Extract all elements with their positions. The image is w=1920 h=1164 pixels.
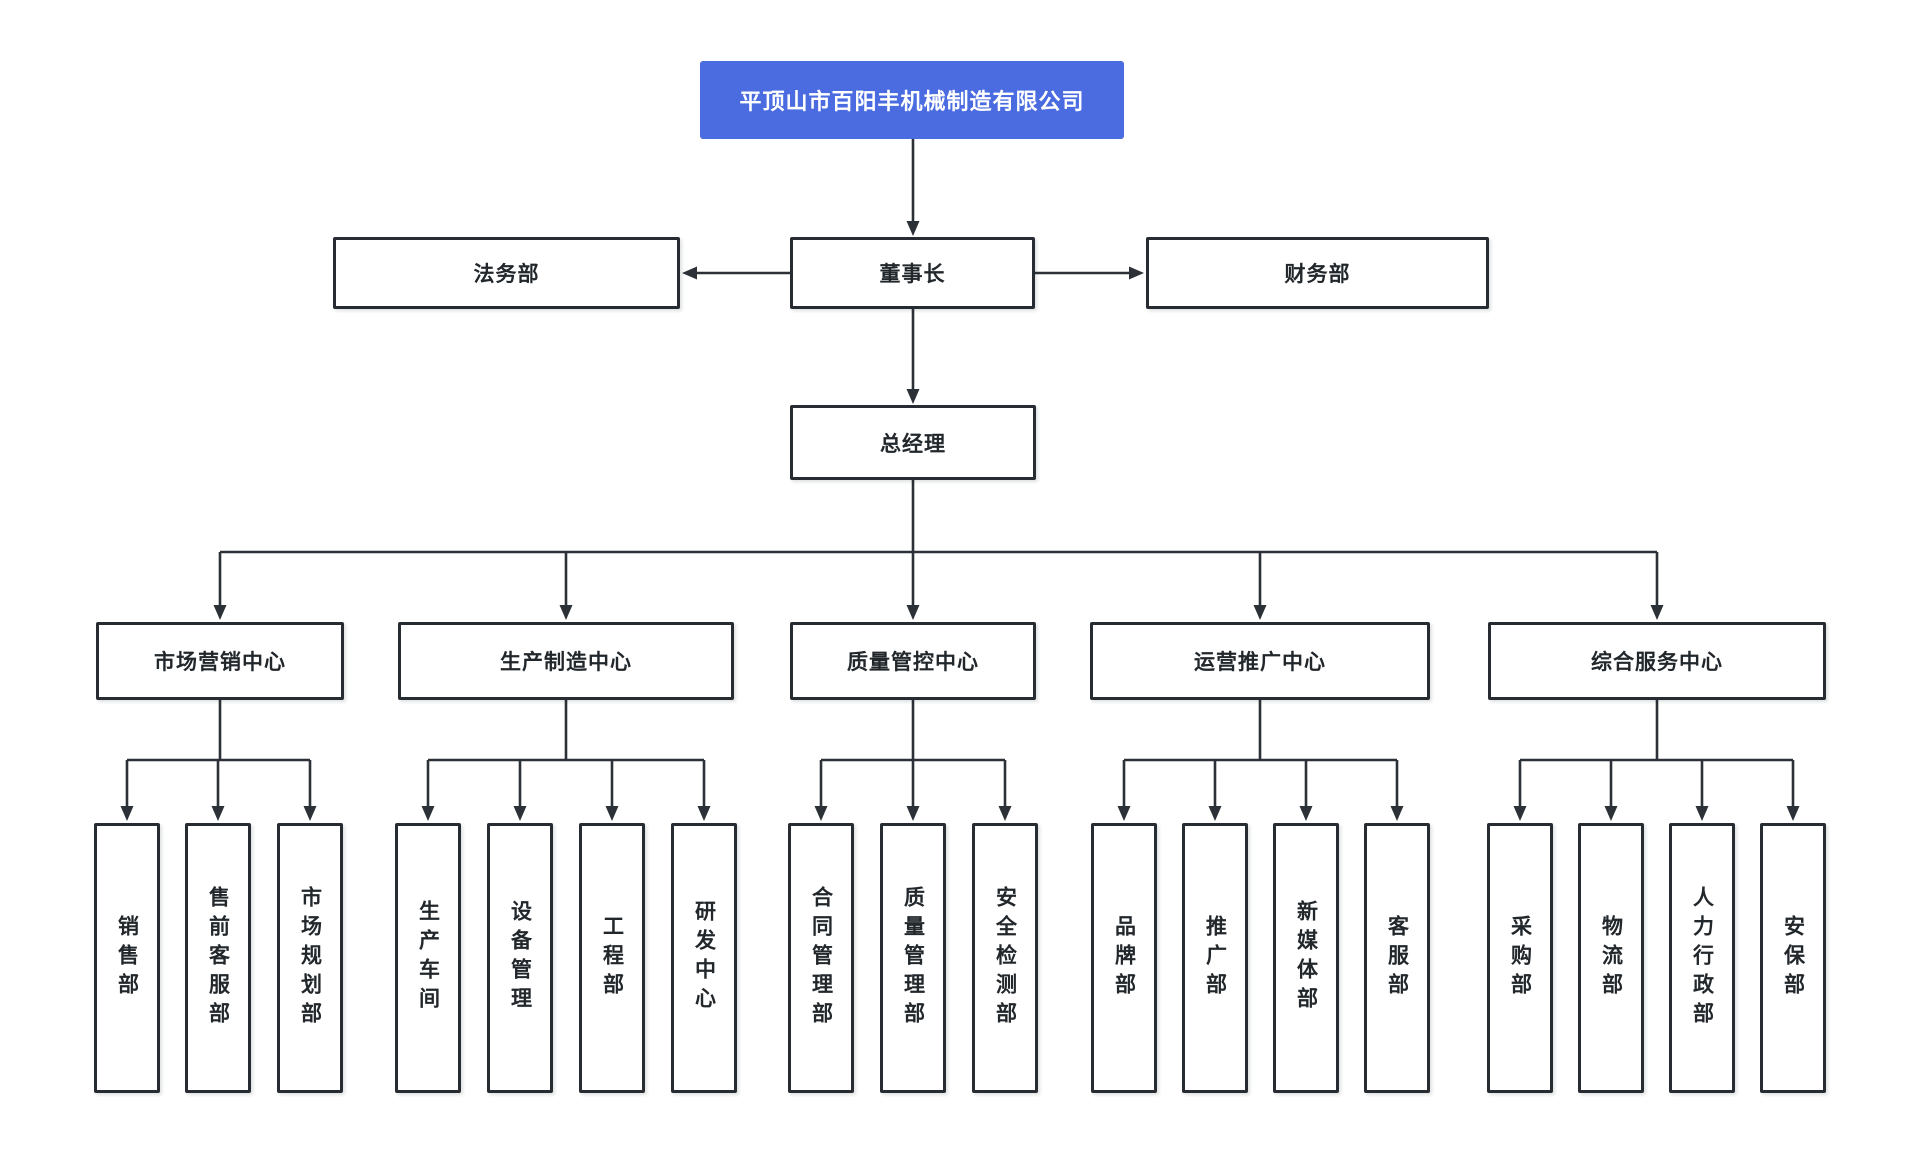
node-chairman[interactable]: 董事长 [790,237,1035,309]
node-center-quality[interactable]: 质量管控中心 [790,622,1036,700]
node-dept-safety-inspection[interactable]: 安全检测部 [972,823,1038,1093]
node-label: 客服部 [1385,914,1409,1002]
node-dept-hr-admin[interactable]: 人力行政部 [1669,823,1735,1093]
node-label: 采购部 [1508,914,1532,1002]
node-label: 新媒体部 [1294,900,1318,1016]
node-label: 法务部 [473,263,540,286]
node-label: 推广部 [1203,914,1227,1002]
node-dept-equipment-mgmt[interactable]: 设备管理 [487,823,553,1093]
node-dept-customer-service[interactable]: 客服部 [1364,823,1430,1093]
node-label: 销售部 [115,914,139,1002]
node-label: 安保部 [1781,914,1805,1002]
node-finance-dept[interactable]: 财务部 [1146,237,1489,309]
node-label: 物流部 [1599,914,1623,1002]
node-label: 质量管理部 [901,885,925,1031]
node-label: 工程部 [600,914,624,1002]
node-dept-contract-mgmt[interactable]: 合同管理部 [788,823,854,1093]
node-label: 平顶山市百阳丰机械制造有限公司 [739,89,1085,114]
node-label: 生产车间 [416,900,440,1016]
node-dept-security[interactable]: 安保部 [1760,823,1826,1093]
node-label: 设备管理 [508,900,532,1016]
node-dept-promotion[interactable]: 推广部 [1182,823,1248,1093]
node-dept-rnd-center[interactable]: 研发中心 [671,823,737,1093]
node-label: 市场营销中心 [154,651,286,674]
node-general-manager[interactable]: 总经理 [790,405,1036,480]
node-label: 董事长 [879,263,946,286]
node-dept-production-workshop[interactable]: 生产车间 [395,823,461,1093]
node-center-production[interactable]: 生产制造中心 [398,622,734,700]
node-dept-new-media[interactable]: 新媒体部 [1273,823,1339,1093]
node-label: 生产制造中心 [500,651,632,674]
node-dept-sales[interactable]: 销售部 [94,823,160,1093]
node-label: 安全检测部 [993,885,1017,1031]
node-dept-procurement[interactable]: 采购部 [1487,823,1553,1093]
node-dept-market-planning[interactable]: 市场规划部 [277,823,343,1093]
node-label: 财务部 [1284,263,1351,286]
node-label: 市场规划部 [298,885,322,1031]
node-center-marketing[interactable]: 市场营销中心 [96,622,344,700]
node-label: 总经理 [880,432,946,456]
node-dept-logistics[interactable]: 物流部 [1578,823,1644,1093]
node-legal-dept[interactable]: 法务部 [333,237,680,309]
node-label: 合同管理部 [809,885,833,1031]
node-company-root[interactable]: 平顶山市百阳丰机械制造有限公司 [700,61,1124,139]
node-label: 研发中心 [692,900,716,1016]
node-dept-quality-mgmt[interactable]: 质量管理部 [880,823,946,1093]
node-dept-brand[interactable]: 品牌部 [1091,823,1157,1093]
node-label: 综合服务中心 [1591,651,1723,674]
node-dept-engineering[interactable]: 工程部 [579,823,645,1093]
node-label: 售前客服部 [206,885,230,1031]
node-dept-presales-service[interactable]: 售前客服部 [185,823,251,1093]
node-center-services[interactable]: 综合服务中心 [1488,622,1826,700]
node-center-operations[interactable]: 运营推广中心 [1090,622,1430,700]
node-label: 人力行政部 [1690,885,1714,1031]
node-label: 品牌部 [1112,914,1136,1002]
node-label: 运营推广中心 [1194,651,1326,674]
node-label: 质量管控中心 [847,651,979,674]
